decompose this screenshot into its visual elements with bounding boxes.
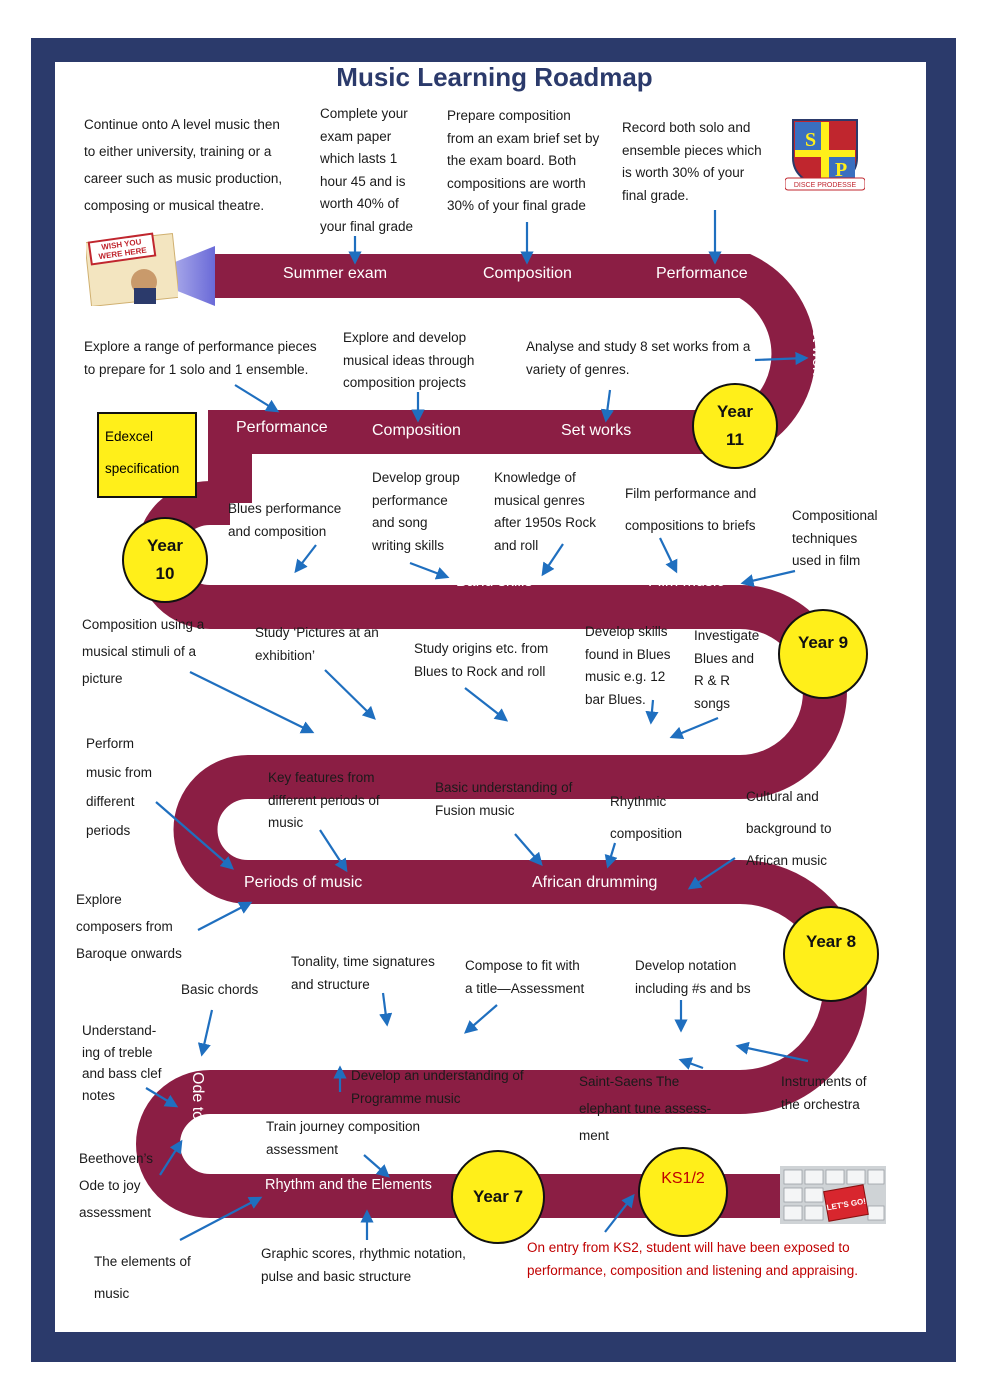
year-8-marker: Year 8 (783, 906, 879, 1002)
segment-blues-rock-roll: Blues, rock and roll (516, 728, 653, 745)
year-9-marker: Year 9 (778, 609, 868, 699)
segment-performance-exam: Performance (656, 265, 748, 282)
segment-set-works-vertical: Set works (809, 318, 826, 389)
segment-performance-y11: Performance (236, 419, 328, 436)
lets-go-keyboard-icon: LET'S GO! (780, 1166, 886, 1224)
note-graphic-scores: Graphic scores, rhythmic notation,pulse … (261, 1246, 466, 1284)
pointer-arrows (145, 210, 809, 1241)
svg-text:P: P (835, 159, 847, 181)
segment-blues2: Blues 2 (262, 571, 316, 588)
segment-summer-exam: Summer exam (283, 265, 388, 282)
page-title: Music Learning Roadmap (336, 62, 653, 92)
segment-african-drumming: African drumming (532, 874, 658, 891)
year-7-marker: Year 7 (451, 1150, 545, 1244)
svg-text:S: S (805, 129, 816, 151)
segment-mussorgky: Mussorgky (330, 725, 408, 742)
segment-film-music: Film music (648, 573, 725, 590)
segment-composition-y11: Composition (372, 422, 461, 439)
note-basic-chords: Basic chords (181, 982, 259, 997)
edexcel-specification-box: Edexcel specification (97, 412, 197, 498)
segment-set-works: Set works (561, 422, 632, 439)
wish-you-were-here-postcard-icon: WISH YOU WERE HERE (86, 232, 178, 306)
segment-rhythm-elements: Rhythm and the Elements (265, 1177, 432, 1193)
segment-elephant-tune: Elephant tune (610, 1034, 709, 1051)
segment-periods: Periods of music (244, 874, 363, 891)
road-path (136, 481, 867, 1218)
note-entry-ks2: On entry from KS2, student will have bee… (527, 1240, 858, 1278)
segment-programme-music: Programme music (338, 1034, 468, 1051)
segment-ode-to-joy: Ode to Joy (189, 1072, 206, 1150)
ks1-2-marker: KS1/2 (638, 1147, 728, 1237)
spotlight-beam (140, 246, 215, 306)
segment-band-skills: Band skills (456, 573, 533, 590)
logo-motto: DISCE PRODESSE (794, 182, 857, 189)
school-crest-icon: S P DISCE PRODESSE (785, 119, 865, 191)
segment-composition-exam: Composition (483, 265, 572, 282)
